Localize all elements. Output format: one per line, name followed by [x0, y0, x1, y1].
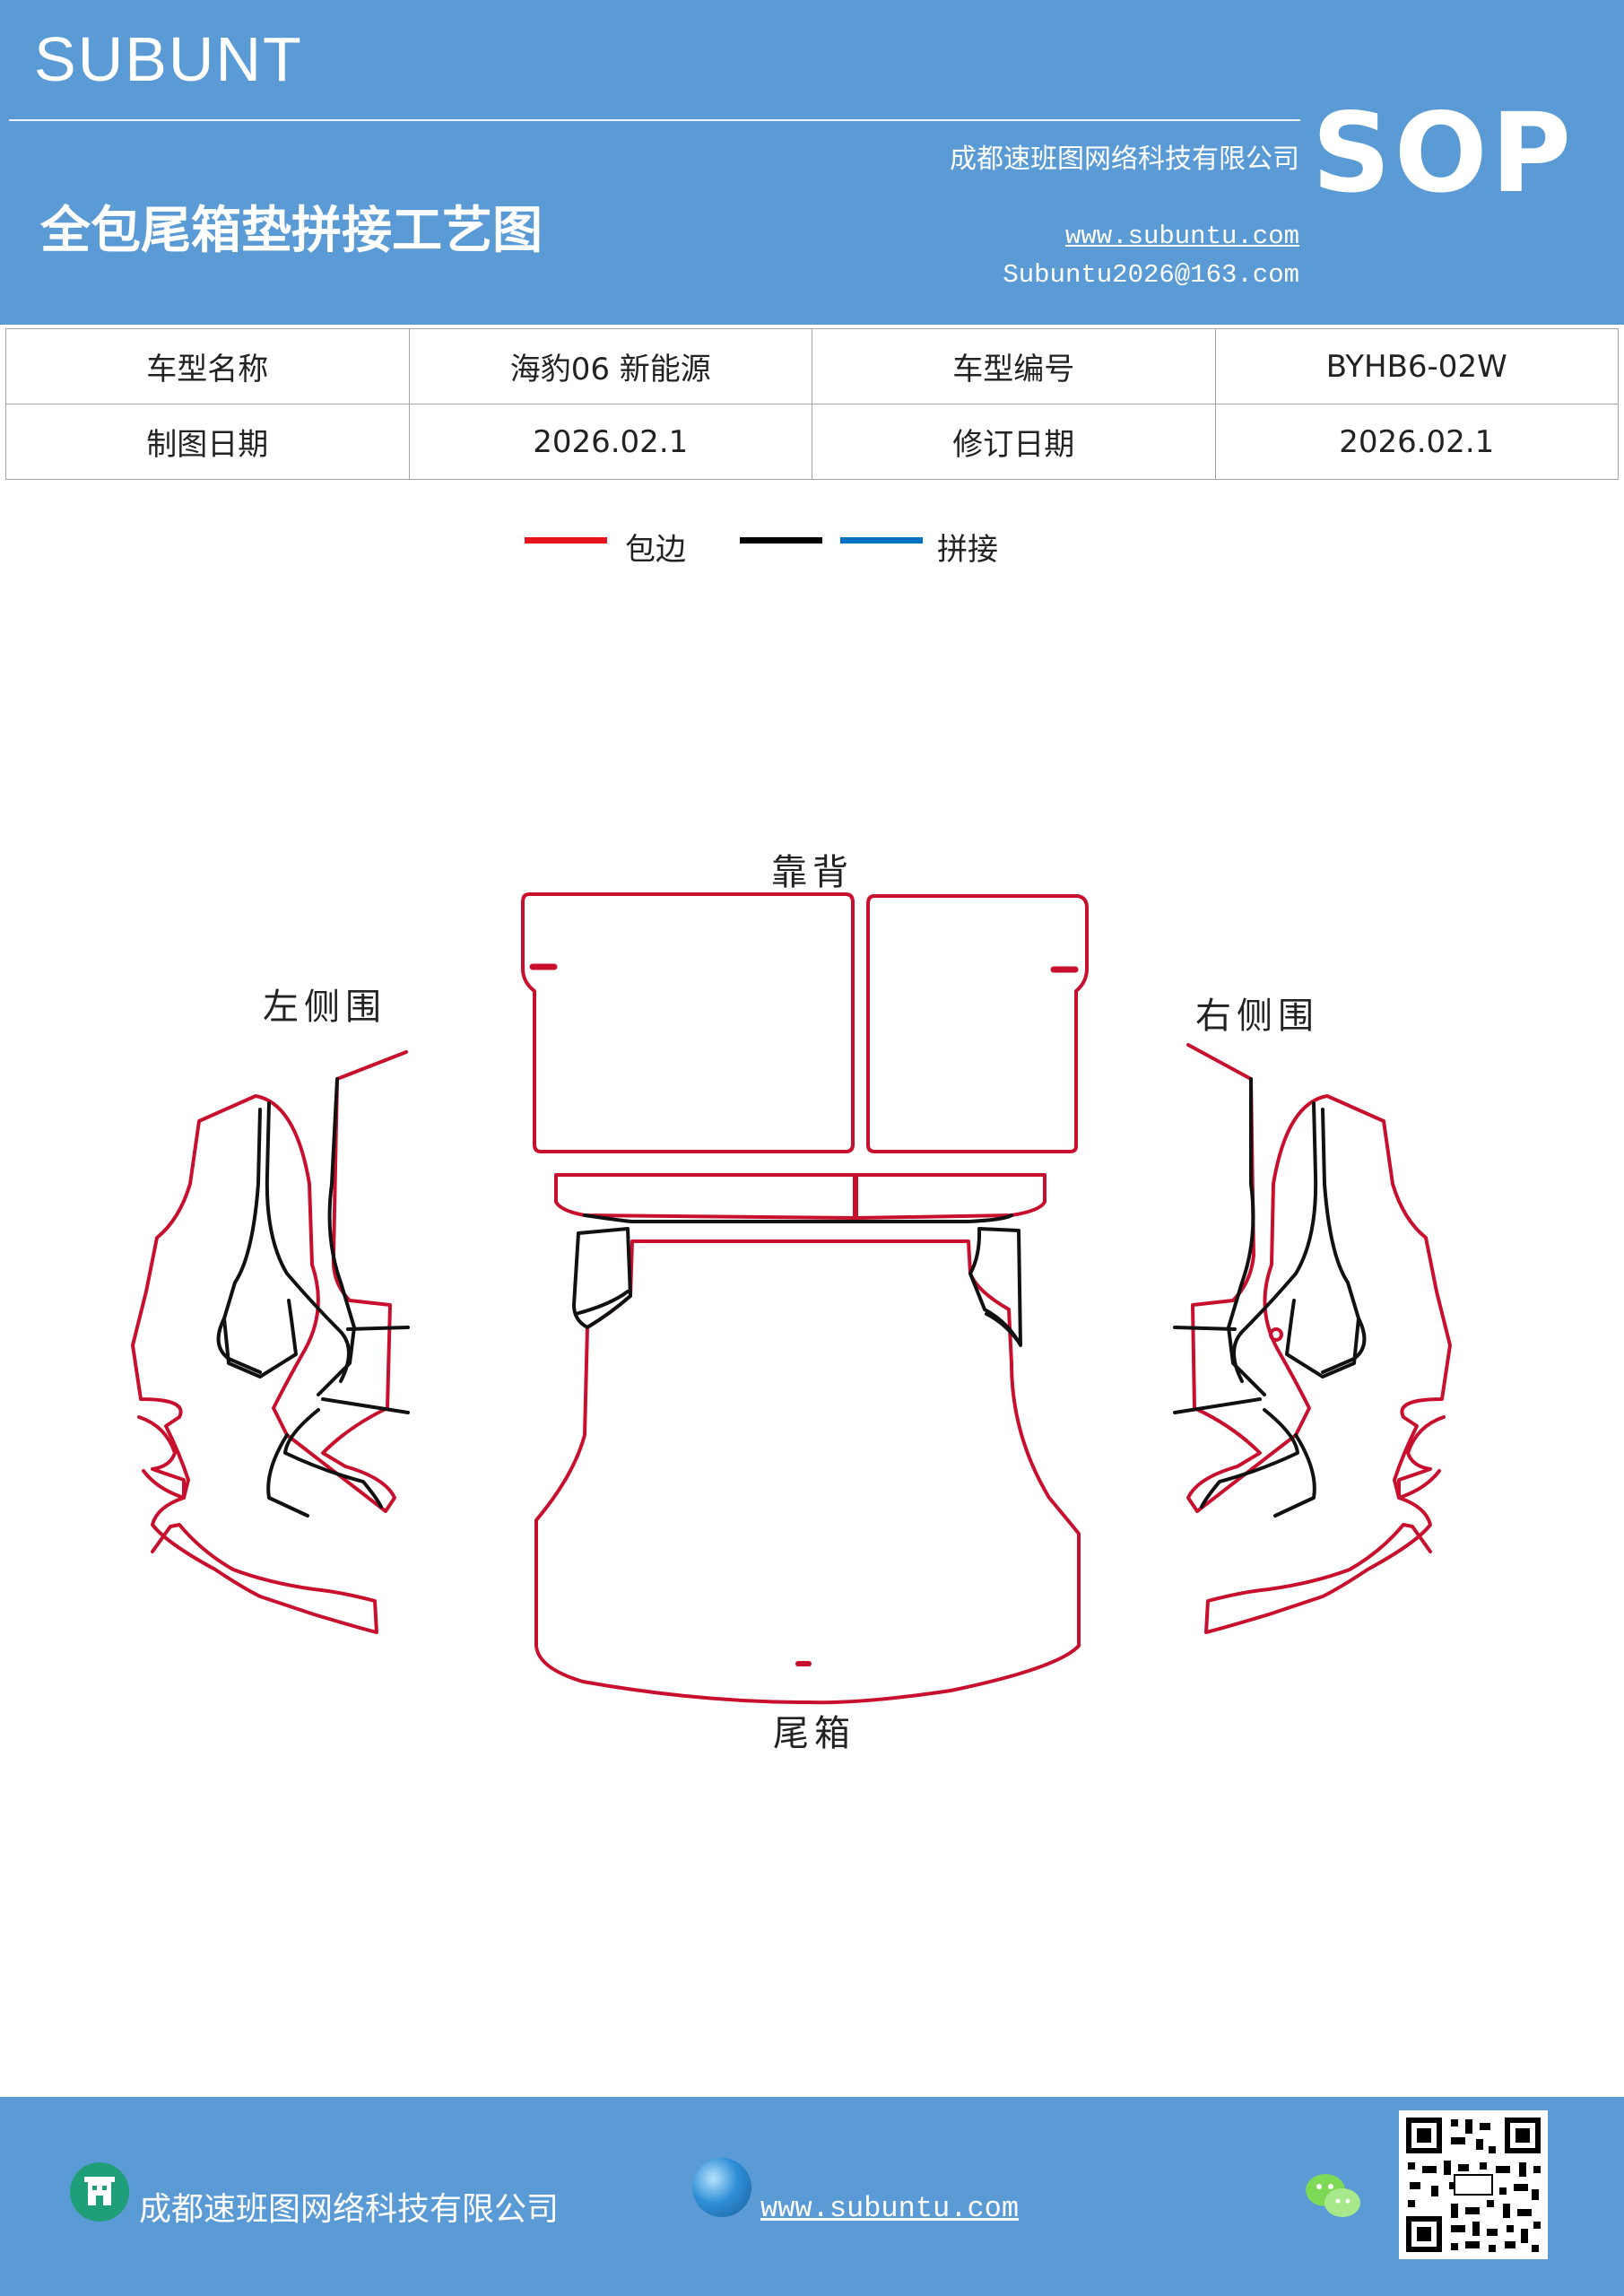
- globe-icon: [692, 2158, 751, 2217]
- legend-swatch-red: [525, 537, 607, 544]
- right-seam-a: [1321, 1108, 1367, 1374]
- website-link[interactable]: www.subuntu.com: [1064, 222, 1299, 251]
- revision-date-value: 2026.02.1: [1214, 404, 1619, 480]
- left-seam-h: [222, 1299, 298, 1378]
- left-seam-b: [265, 1101, 351, 1383]
- document-title: 全包尾箱垫拼接工艺图: [40, 201, 543, 260]
- right-seam-c: [1227, 1077, 1266, 1396]
- legend-swatch-black: [740, 537, 822, 544]
- table-row: 车型名称 海豹06 新能源 车型编号 BYHB6-02W: [5, 328, 1619, 404]
- mat-pieces-svg: [131, 892, 1452, 1705]
- legend-swatch-blue: [840, 537, 923, 544]
- building-icon: [70, 2162, 129, 2222]
- table-row: 制图日期 2026.02.1 修订日期 2026.02.1: [5, 404, 1619, 480]
- company-name: 成都速班图网络科技有限公司: [950, 144, 1299, 175]
- backrest-strip-left: [554, 1173, 856, 1220]
- label-trunk: 尾箱: [773, 1713, 855, 1754]
- qr-code[interactable]: [1399, 2110, 1548, 2259]
- sop-badge: SOP: [1312, 90, 1575, 217]
- left-seam-c: [317, 1077, 356, 1396]
- right-seam-e: [1173, 1397, 1262, 1414]
- revision-date-label: 修订日期: [812, 404, 1216, 480]
- header-divider: [9, 119, 1300, 121]
- left-seam-f: [283, 1408, 383, 1509]
- draw-date-value: 2026.02.1: [408, 404, 812, 480]
- backrest-strip-right: [855, 1173, 1046, 1220]
- vehicle-info-table: 车型名称 海豹06 新能源 车型编号 BYHB6-02W 制图日期 2026.0…: [5, 328, 1619, 480]
- left-side-outer: [131, 1050, 408, 1634]
- left-seam-a: [216, 1108, 262, 1374]
- trunk-left-insert-seam: [574, 1290, 630, 1316]
- model-code-label: 车型编号: [812, 328, 1216, 404]
- seam-strip-bottom: [583, 1213, 1013, 1223]
- label-right-side: 右侧围: [1195, 996, 1319, 1037]
- right-seam-f: [1200, 1408, 1299, 1509]
- draw-date-label: 制图日期: [5, 404, 410, 480]
- mat-layout-diagram: 靠背 左侧围 右侧围 尾箱: [0, 807, 1624, 1794]
- wechat-icon[interactable]: [1302, 2169, 1365, 2222]
- brand-logo-text: SUBUNT: [34, 24, 303, 94]
- trunk-floor: [534, 1239, 1081, 1705]
- header-band: SUBUNT 成都速班图网络科技有限公司 全包尾箱垫拼接工艺图 www.subu…: [0, 0, 1624, 325]
- footer-band: 成都速班图网络科技有限公司 www.subuntu.com: [0, 2097, 1624, 2296]
- right-seam-b: [1232, 1101, 1318, 1383]
- footer-company-name: 成都速班图网络科技有限公司: [139, 2191, 560, 2228]
- left-hook: [137, 1415, 186, 1500]
- backrest-right-panel: [866, 894, 1089, 1153]
- trunk-left-insert: [572, 1227, 632, 1329]
- right-seam-d: [1173, 1326, 1237, 1331]
- footer-website-link[interactable]: www.subuntu.com: [760, 2192, 1020, 2225]
- backrest-left-panel: [521, 892, 855, 1153]
- left-seam-d: [346, 1326, 410, 1331]
- model-code-value: BYHB6-02W: [1214, 328, 1619, 404]
- model-name-label: 车型名称: [5, 328, 410, 404]
- legend-label-edge: 包边: [625, 532, 686, 568]
- label-left-side: 左侧围: [263, 987, 386, 1028]
- right-seam-h: [1285, 1299, 1360, 1378]
- left-seam-e: [321, 1397, 410, 1414]
- label-backrest: 靠背: [771, 852, 854, 893]
- legend: 包边 拼接: [525, 525, 1081, 570]
- right-side-outer: [1186, 1043, 1452, 1634]
- trunk-right-insert-seam: [985, 1312, 1020, 1343]
- legend-label-seam: 拼接: [937, 532, 998, 568]
- left-seam-g: [266, 1433, 309, 1518]
- right-seam-g: [1273, 1433, 1316, 1518]
- model-name-value: 海豹06 新能源: [408, 328, 812, 404]
- contact-email: Subuntu2026@163.com: [1003, 260, 1299, 290]
- right-side-hole: [1269, 1327, 1283, 1342]
- right-hook: [1397, 1415, 1446, 1500]
